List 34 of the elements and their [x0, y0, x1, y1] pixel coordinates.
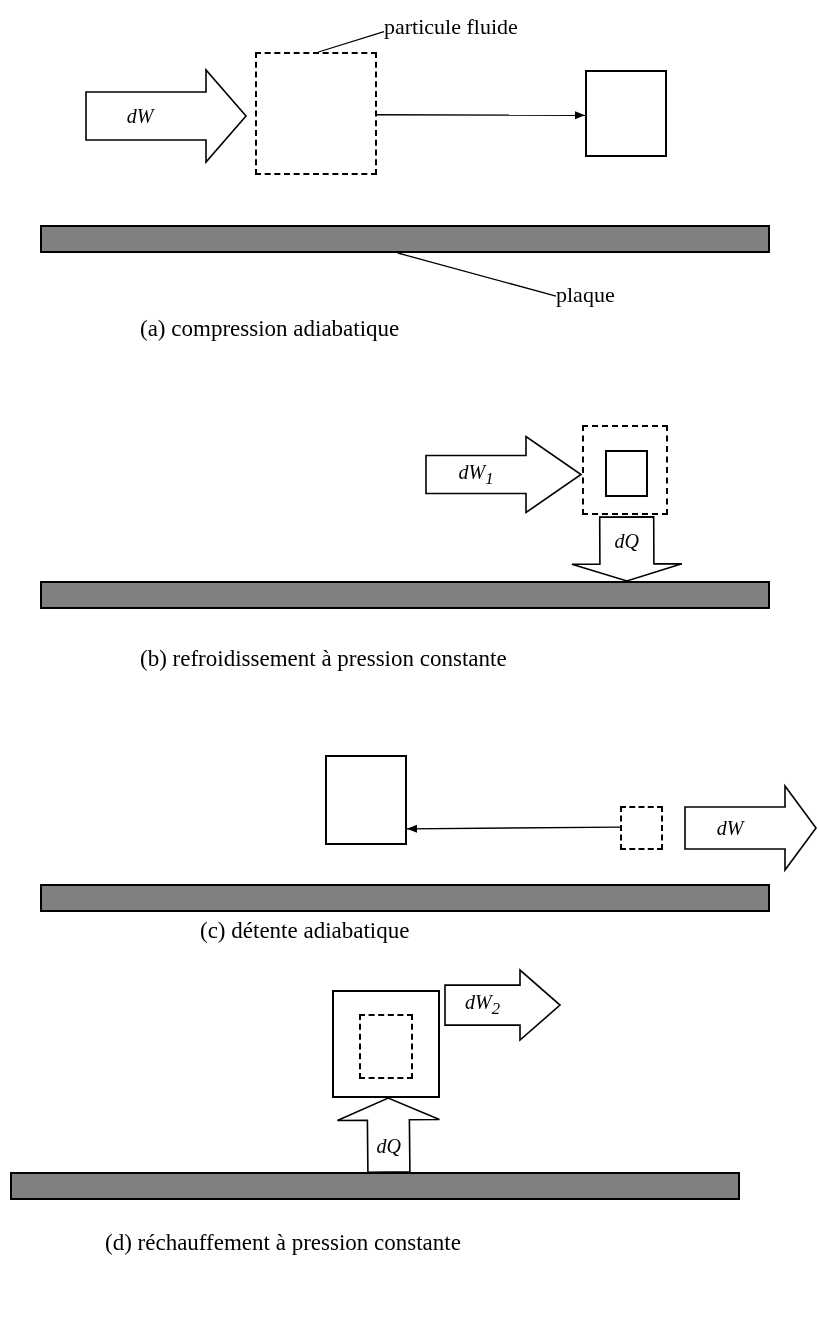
arrow-label: dW$_{1}$ — [458, 460, 494, 489]
block-arrow — [85, 67, 248, 165]
caption: (d) réchauffement à pression constante — [105, 1230, 461, 1256]
block-arrow — [444, 968, 562, 1042]
dashed-square — [359, 1014, 413, 1079]
block-arrow — [336, 1097, 441, 1173]
dashed-square — [255, 52, 377, 175]
caption: (b) refroidissement à pression constante — [140, 646, 507, 672]
dashed-square — [582, 425, 668, 515]
plate-bar — [40, 581, 770, 609]
dashed-square — [620, 806, 663, 850]
arrow — [406, 824, 621, 833]
arrow-label: dW — [126, 104, 154, 128]
arrow — [376, 111, 586, 120]
square-outline — [325, 755, 407, 845]
square-outline — [332, 990, 440, 1098]
square-outline — [585, 70, 667, 157]
block-arrow — [425, 434, 583, 515]
square-outline — [605, 450, 648, 497]
caption: (c) détente adiabatique — [200, 918, 410, 944]
leader-line — [317, 30, 385, 53]
caption: (a) compression adiabatique — [140, 316, 400, 342]
plate-bar — [10, 1172, 740, 1200]
plate-bar — [40, 225, 770, 253]
arrow-label: dW$_{2}$ — [465, 991, 500, 1020]
block-arrow — [571, 516, 683, 582]
leader-line — [397, 252, 557, 297]
arrow-label: dW — [716, 816, 744, 840]
plate-bar — [40, 884, 770, 912]
arrow-label: dQ — [614, 529, 639, 552]
block-arrow — [684, 783, 817, 873]
callout-label: plaque — [556, 282, 615, 308]
arrow-label: dQ — [376, 1134, 401, 1158]
callout-label: particule fluide — [384, 14, 518, 40]
